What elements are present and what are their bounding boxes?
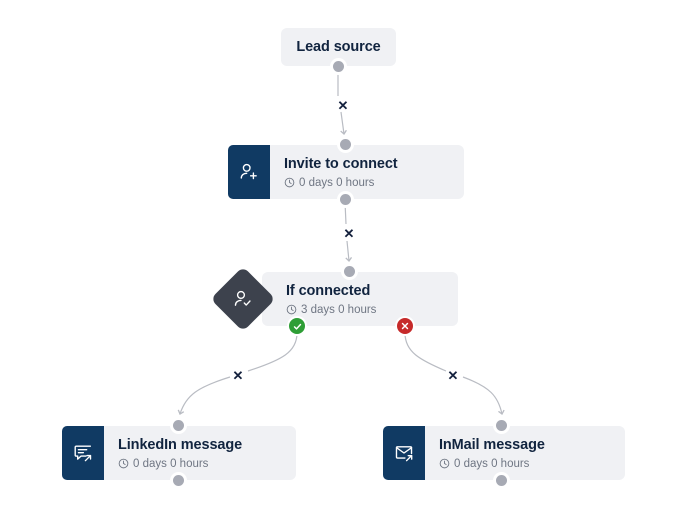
node-inmail-message-title: InMail message <box>439 436 545 453</box>
port-inmail-message-in[interactable] <box>496 420 507 431</box>
clock-icon <box>439 458 450 469</box>
node-if-connected-body: If connected 3 days 0 hours <box>262 272 458 326</box>
port-invite-to-connect-in[interactable] <box>340 139 351 150</box>
node-if-connected-delay: 3 days 0 hours <box>286 303 458 317</box>
port-invite-to-connect-out[interactable] <box>340 194 351 205</box>
edge-delete-no-to-inmail[interactable]: ✕ <box>447 367 459 383</box>
node-lead-source-title: Lead source <box>296 39 381 55</box>
node-inmail-message-delay: 0 days 0 hours <box>439 457 625 471</box>
port-lead-source-out[interactable] <box>333 61 344 72</box>
port-inmail-message-out[interactable] <box>496 475 507 486</box>
node-linkedin-message-body: LinkedIn message 0 days 0 hours <box>104 426 296 480</box>
node-inmail-message[interactable]: InMail message 0 days 0 hours <box>383 426 625 480</box>
clock-icon <box>284 177 295 188</box>
node-lead-source[interactable]: Lead source <box>281 28 396 66</box>
node-linkedin-message-delay: 0 days 0 hours <box>118 457 296 471</box>
edge-delete-lead-to-invite[interactable]: ✕ <box>337 97 349 113</box>
node-linkedin-message-title: LinkedIn message <box>118 436 243 453</box>
node-linkedin-message[interactable]: LinkedIn message 0 days 0 hours <box>62 426 296 480</box>
edge-delete-yes-to-linkedin[interactable]: ✕ <box>232 367 244 383</box>
port-linkedin-message-in[interactable] <box>173 420 184 431</box>
node-invite-to-connect-title: Invite to connect <box>284 155 398 172</box>
port-linkedin-message-out[interactable] <box>173 475 184 486</box>
branch-badge-no[interactable] <box>397 318 413 334</box>
node-inmail-message-delay-text: 0 days 0 hours <box>454 457 530 470</box>
mail-send-icon <box>383 426 425 480</box>
node-invite-to-connect-delay: 0 days 0 hours <box>284 176 464 190</box>
chat-send-icon <box>62 426 104 480</box>
node-invite-to-connect-delay-text: 0 days 0 hours <box>299 176 375 189</box>
branch-badge-yes[interactable] <box>289 318 305 334</box>
node-inmail-message-body: InMail message 0 days 0 hours <box>425 426 625 480</box>
node-invite-to-connect-body: Invite to connect 0 days 0 hours <box>270 145 464 199</box>
port-if-connected-in[interactable] <box>344 266 355 277</box>
node-if-connected-delay-text: 3 days 0 hours <box>301 303 377 316</box>
person-add-icon <box>228 145 270 199</box>
clock-icon <box>286 304 297 315</box>
node-if-connected[interactable]: If connected 3 days 0 hours <box>262 272 458 326</box>
node-if-connected-title: If connected <box>286 282 371 299</box>
clock-icon <box>118 458 129 469</box>
node-linkedin-message-delay-text: 0 days 0 hours <box>133 457 209 470</box>
node-invite-to-connect[interactable]: Invite to connect 0 days 0 hours <box>228 145 464 199</box>
edge-delete-invite-to-if[interactable]: ✕ <box>343 225 355 241</box>
